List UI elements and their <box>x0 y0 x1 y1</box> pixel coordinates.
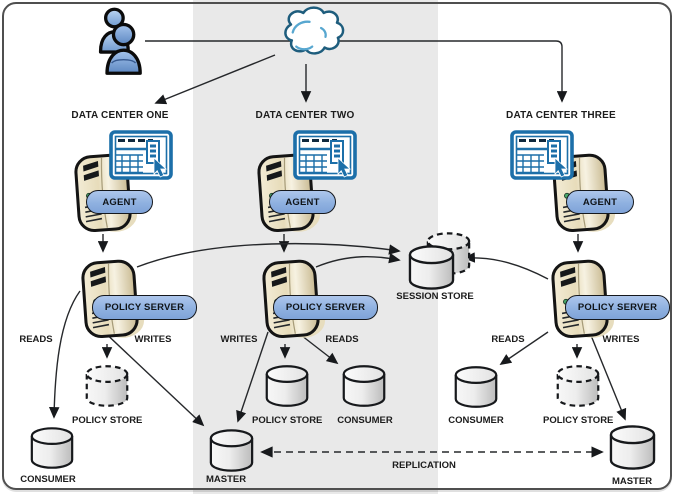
reads-label-dc3: READS <box>491 334 525 345</box>
policy-store-cylinder-icon-dc2 <box>264 363 310 409</box>
web-app-window-icon-dc3 <box>510 130 574 180</box>
data-center-two-title: DATA CENTER TWO <box>255 110 355 121</box>
writes-label-dc2: WRITES <box>220 334 258 345</box>
master-cylinder-icon-dc3 <box>608 424 657 471</box>
master-cylinder-icon-dc2 <box>208 428 255 473</box>
writes-label-dc3: WRITES <box>602 334 640 345</box>
master-label-dc3: MASTER <box>611 476 653 487</box>
users-icon <box>90 6 148 76</box>
policy-store-cylinder-icon-dc1 <box>84 363 130 409</box>
session-store-cylinder-icon <box>406 244 457 291</box>
policy-store-cylinder-icon-dc3 <box>555 363 601 409</box>
reads-label-dc1: READS <box>19 334 53 345</box>
consumer-label-dc1: CONSUMER <box>20 474 76 485</box>
data-center-one-title: DATA CENTER ONE <box>71 110 169 121</box>
replication-label: REPLICATION <box>392 460 456 471</box>
web-app-window-icon-dc2 <box>293 130 357 180</box>
policy-store-label-dc3: POLICY STORE <box>543 415 614 426</box>
consumer-cylinder-icon-dc3 <box>453 364 499 410</box>
policy-server-pill-dc3: POLICY SERVER <box>565 295 670 320</box>
consumer-label-dc3: CONSUMER <box>448 415 504 426</box>
agent-pill-dc2: AGENT <box>269 190 336 214</box>
consumer-cylinder-icon-dc2 <box>341 363 387 409</box>
session-store-label: SESSION STORE <box>396 291 474 302</box>
agent-pill-dc1: AGENT <box>86 190 153 214</box>
policy-server-pill-dc2: POLICY SERVER <box>273 295 378 320</box>
consumer-label-dc2: CONSUMER <box>337 415 393 426</box>
policy-store-label-dc1: POLICY STORE <box>72 415 143 426</box>
internet-cloud-icon <box>266 5 346 67</box>
policy-store-label-dc2: POLICY STORE <box>252 415 323 426</box>
web-app-window-icon-dc1 <box>109 130 173 180</box>
master-label-dc2: MASTER <box>206 474 247 485</box>
policy-server-pill-dc1: POLICY SERVER <box>92 295 197 320</box>
writes-label-dc1: WRITES <box>134 334 172 345</box>
agent-pill-dc3: AGENT <box>566 190 634 214</box>
consumer-cylinder-icon-dc1 <box>29 426 75 470</box>
reads-label-dc2: READS <box>325 334 359 345</box>
data-center-three-title: DATA CENTER THREE <box>506 110 616 121</box>
